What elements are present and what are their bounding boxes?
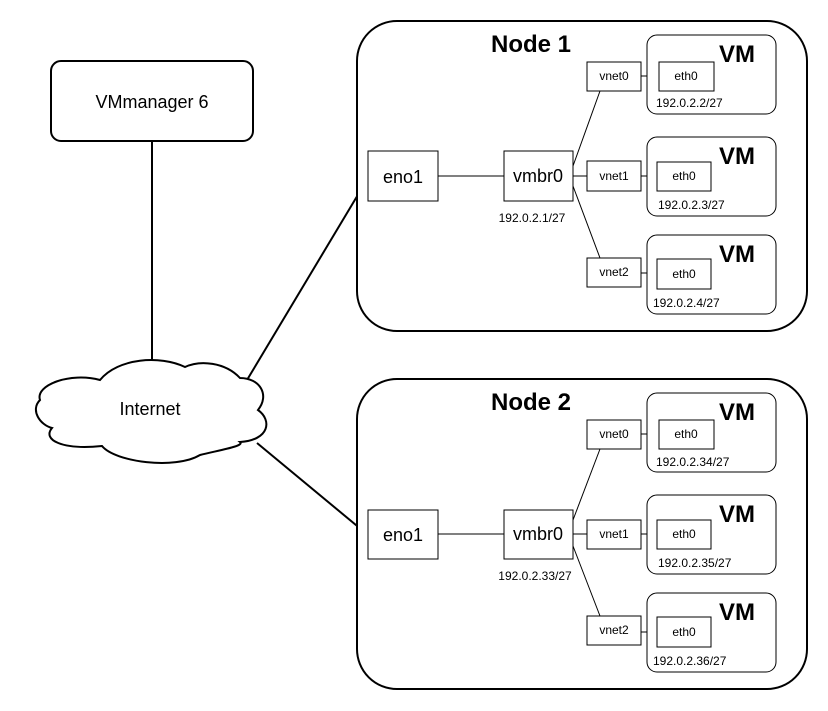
vm-title: VM bbox=[719, 241, 755, 268]
eth-label: eth0 bbox=[672, 527, 696, 541]
nic-label: eno1 bbox=[383, 525, 423, 545]
nic-box bbox=[367, 509, 439, 560]
eth-box bbox=[656, 616, 712, 648]
vnet2-box bbox=[586, 257, 642, 288]
eth-box bbox=[656, 258, 712, 290]
vm-box: VM eth0 192.0.2.35/27 bbox=[646, 494, 777, 575]
vm-title: VM bbox=[719, 599, 755, 626]
bridge-label: vmbr0 bbox=[513, 166, 563, 186]
vm-ip: 192.0.2.34/27 bbox=[656, 455, 730, 469]
vnet1-box bbox=[586, 160, 642, 192]
vm-ip: 192.0.2.4/27 bbox=[653, 296, 720, 310]
internet-node2-link bbox=[256, 442, 369, 536]
vnet2-label: vnet2 bbox=[599, 623, 629, 637]
vnet1-label: vnet1 bbox=[599, 169, 629, 183]
node-title: Node 1 bbox=[491, 31, 571, 58]
bridge-ip: 192.0.2.33/27 bbox=[498, 569, 572, 583]
bridge-ip: 192.0.2.1/27 bbox=[499, 211, 566, 225]
vm-box: VM eth0 192.0.2.4/27 bbox=[646, 234, 777, 315]
node-2: Node 2 eno1 vmbr0 192.0.2.33/27 vnet0 vn… bbox=[356, 378, 808, 690]
vnet1-box bbox=[586, 519, 642, 550]
eth-label: eth0 bbox=[672, 169, 696, 183]
vnet2-box bbox=[586, 615, 642, 646]
vnet0-label: vnet0 bbox=[599, 427, 629, 441]
vnet0-label: vnet0 bbox=[599, 69, 629, 83]
nic-box bbox=[367, 150, 439, 202]
vm-box: VM eth0 192.0.2.34/27 bbox=[646, 392, 777, 473]
bridge-vnet0-link bbox=[572, 90, 601, 167]
eth-box bbox=[658, 419, 715, 450]
vnet1-label: vnet1 bbox=[599, 527, 629, 541]
vm-title: VM bbox=[719, 501, 755, 528]
eth-box bbox=[656, 519, 712, 550]
vm-ip: 192.0.2.2/27 bbox=[656, 96, 723, 110]
internet-label: Internet bbox=[119, 399, 180, 419]
nic-label: eno1 bbox=[383, 167, 423, 187]
eth-box bbox=[658, 61, 715, 92]
vnet0-box bbox=[586, 419, 642, 450]
vm-box: VM eth0 192.0.2.3/27 bbox=[646, 136, 777, 217]
vmmanager-label: VMmanager 6 bbox=[95, 92, 208, 112]
bridge-vnet2-link bbox=[572, 185, 601, 259]
vm-ip: 192.0.2.35/27 bbox=[658, 556, 732, 570]
vm-box: VM eth0 192.0.2.36/27 bbox=[646, 592, 777, 673]
bridge-label: vmbr0 bbox=[513, 524, 563, 544]
eth-box bbox=[656, 161, 712, 192]
bridge-vnet2-link bbox=[572, 545, 601, 617]
vnet2-label: vnet2 bbox=[599, 265, 629, 279]
node-1: Node 1 eno1 vmbr0 192.0.2.1/27 vnet0 vne… bbox=[356, 20, 808, 332]
vm-title: VM bbox=[719, 399, 755, 426]
vmmanager-box: VMmanager 6 bbox=[50, 60, 254, 142]
vm-box: VM eth0 192.0.2.2/27 bbox=[646, 34, 777, 115]
vm-title: VM bbox=[719, 41, 755, 68]
bridge-box bbox=[503, 509, 574, 560]
vm-title: VM bbox=[719, 143, 755, 170]
vnet0-box bbox=[586, 61, 642, 92]
bridge-vnet0-link bbox=[572, 448, 601, 521]
internet-node1-link bbox=[246, 177, 369, 381]
vm-ip: 192.0.2.3/27 bbox=[658, 198, 725, 212]
eth-label: eth0 bbox=[672, 625, 696, 639]
vm-ip: 192.0.2.36/27 bbox=[653, 654, 727, 668]
node-title: Node 2 bbox=[491, 389, 571, 416]
eth-label: eth0 bbox=[674, 69, 698, 83]
internet-cloud: Internet bbox=[34, 359, 268, 464]
eth-label: eth0 bbox=[672, 267, 696, 281]
eth-label: eth0 bbox=[674, 427, 698, 441]
bridge-box bbox=[503, 150, 574, 202]
